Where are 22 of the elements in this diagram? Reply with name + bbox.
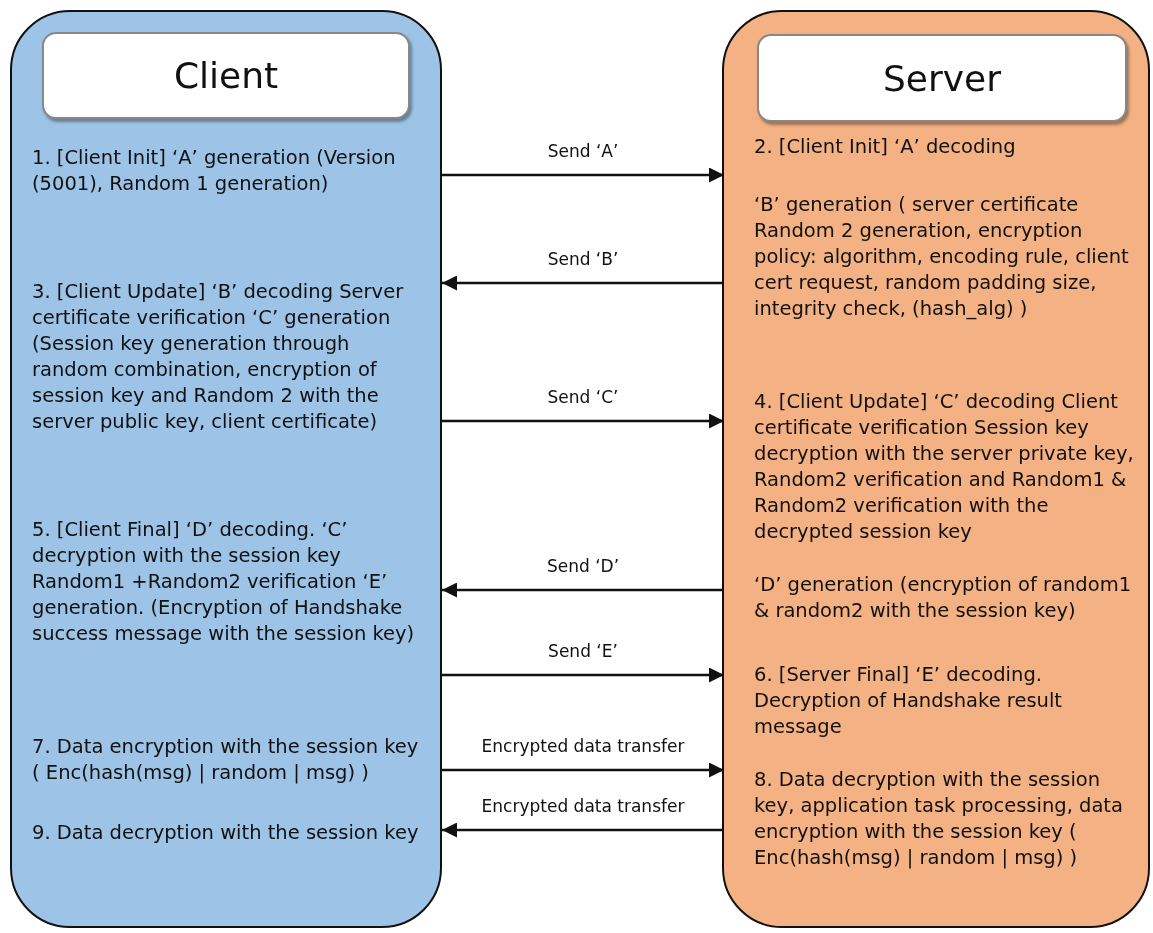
step-text: 6. [Server Final] ‘E’ decoding. Decryption of Handshake result message [724, 662, 1144, 740]
arrow [442, 582, 724, 598]
step-text: 8. Data decryption with the session key, application task processing, data encryption with the session key ( Enc(hash(msg) | random | msg) ) [724, 767, 1144, 871]
step-text: ‘B’ generation ( server certificate Random 2 generation, encryption policy: algorithm, encoding rule, client cert request, random padding size, integrity check, (hash_alg) ) [724, 192, 1144, 322]
arrow [442, 822, 724, 838]
step-text: ‘D’ generation (encryption of random1 & random2 with the session key) [724, 572, 1144, 624]
step-text: 9. Data decryption with the session key [32, 820, 442, 846]
server-panel [722, 10, 1150, 928]
step-text: 5. [Client Final] ‘D’ decoding. ‘C’ decryption with the session key Random1 +Random2 verification ‘E’ generation. (Encryption of Handshake success message with the session key) [32, 517, 442, 647]
step-text: 3. [Client Update] ‘B’ decoding Server certificate verification ‘C’ generation (Session key generation through random combination, encryption of session key and Random 2 with the server public key, client certificate) [32, 279, 442, 435]
step-text: 4. [Client Update] ‘C’ decoding Client certificate verification Session key decryption with the server private key, Random2 verification and Random1 & Random2 verification with the decrypted session key [724, 389, 1144, 545]
arrow [442, 275, 724, 291]
arrow [442, 167, 724, 183]
title-box: Client [42, 32, 410, 119]
arrow [442, 762, 724, 778]
arrow [442, 413, 724, 429]
step-text: 7. Data encryption with the session key ( Enc(hash(msg) | random | msg) ) [32, 734, 442, 786]
step-text: 2. [Client Init] ‘A’ decoding [724, 134, 1144, 160]
title-box: Server [757, 34, 1127, 122]
step-text: 1. [Client Init] ‘A’ generation (Version (5001), Random 1 generation) [32, 145, 442, 197]
arrow [442, 667, 724, 683]
client-panel [10, 10, 442, 928]
